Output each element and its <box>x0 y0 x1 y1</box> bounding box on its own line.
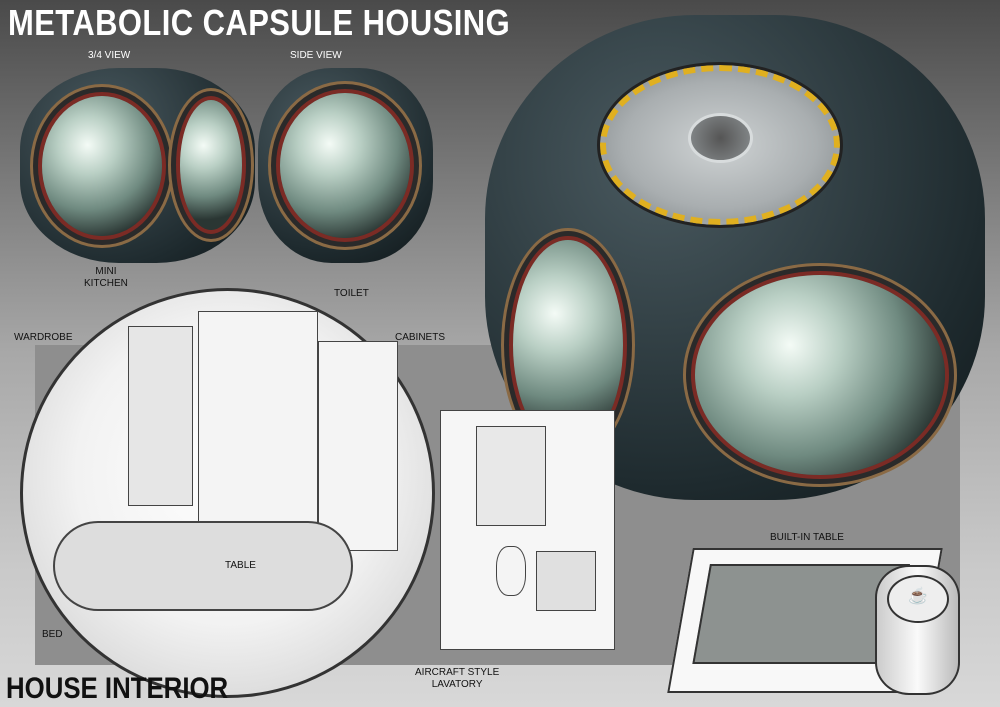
label-bed: BED <box>42 629 63 640</box>
table-pedestal: ☕ <box>875 565 960 695</box>
hatch-center-icon <box>688 113 753 163</box>
porthole-lens <box>180 100 242 230</box>
label-3-4-view: 3/4 VIEW <box>88 50 131 61</box>
label-cabinets: CABINETS <box>395 332 446 343</box>
top-hatch <box>597 62 843 228</box>
cup-icon: ☕ <box>887 575 949 623</box>
label-built-in-table: BUILT-IN TABLE <box>770 532 844 543</box>
shelf-unit <box>476 426 546 526</box>
bed <box>53 521 353 611</box>
page-title: METABOLIC CAPSULE HOUSING <box>8 2 511 43</box>
section-title-house-interior: HOUSE INTERIOR <box>6 672 229 705</box>
label-mini-kitchen: MINI KITCHEN <box>84 266 128 289</box>
label-side-view: SIDE VIEW <box>290 50 342 61</box>
label-lavatory: AIRCRAFT STYLE LAVATORY <box>415 667 500 690</box>
toilet-fixture <box>496 546 526 596</box>
porthole-lens <box>695 275 945 475</box>
label-toilet: TOILET <box>334 288 369 299</box>
cabinet-unit <box>318 341 398 551</box>
capsule-3-4-view <box>20 68 255 263</box>
porthole-lens <box>280 93 410 238</box>
sink-cabinet <box>536 551 596 611</box>
interior-cutaway <box>20 288 435 698</box>
central-module <box>198 311 318 541</box>
porthole-lens <box>42 96 162 236</box>
kitchen-unit <box>128 326 193 506</box>
lavatory-module <box>440 410 615 650</box>
label-wardrobe: WARDROBE <box>14 332 73 343</box>
label-table: TABLE <box>225 560 256 571</box>
capsule-side-view <box>258 68 433 263</box>
